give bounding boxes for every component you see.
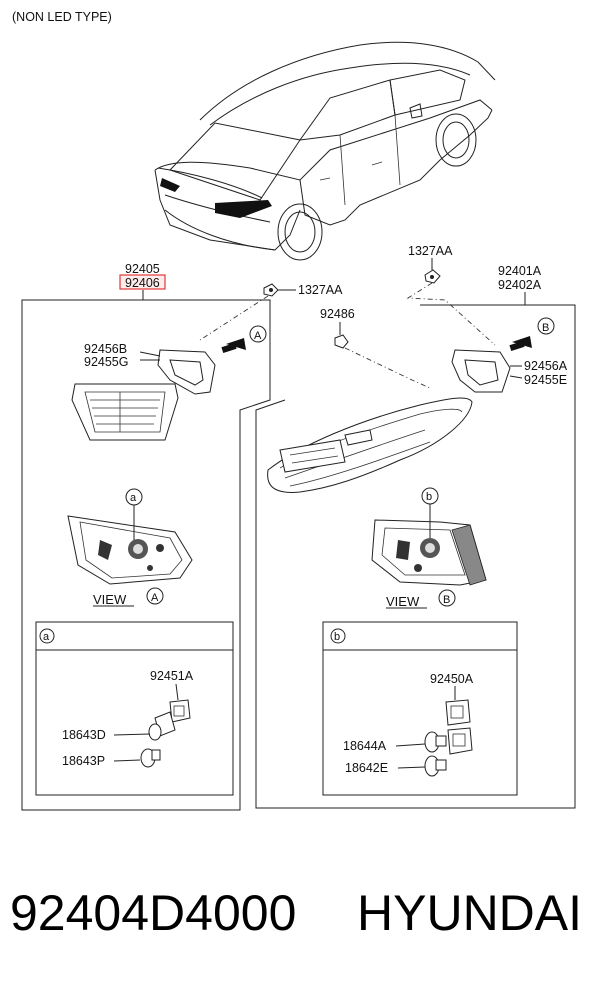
view-b-circle (438, 589, 456, 607)
part-92401a: 92401A (498, 264, 542, 278)
detail-b-marker: b (334, 631, 340, 643)
footer-part-number: 92404D4000 (10, 885, 296, 941)
view-a-circle (146, 587, 164, 605)
socket-b-icon (445, 699, 473, 755)
outer-lamp-group: 1327AA 92401A 92402A 92486 92456A 92455E… (255, 244, 576, 809)
header-note: (NON LED TYPE) (12, 10, 112, 24)
outer-lamp-rear-view (371, 519, 487, 586)
detail-box-b (322, 621, 518, 796)
view-a-marker (249, 325, 267, 343)
svg-text:A: A (151, 592, 159, 604)
inner-lamp-group: 92405 92406 1327AA 92456B 92455G A (21, 262, 343, 811)
bulb-b2-icon (424, 755, 447, 777)
inner-lamp-rear-view (67, 515, 193, 585)
part-92402a: 92402A (498, 278, 542, 292)
part-92451a: 92451A (150, 669, 194, 683)
bulb-a-icon (140, 748, 161, 768)
view-b-label: VIEW (386, 594, 420, 609)
svg-text:B: B (443, 594, 450, 606)
nut-icon (334, 334, 349, 349)
arrow-icon (226, 338, 246, 350)
view-a-label: VIEW (93, 592, 127, 607)
part-92486: 92486 (320, 307, 355, 321)
svg-text:B: B (542, 322, 549, 334)
svg-text:A: A (254, 330, 262, 342)
part-92406: 92406 (125, 276, 160, 290)
part-1327aa-left: 1327AA (298, 283, 343, 297)
bulb-b1-icon (424, 731, 447, 753)
part-92455g: 92455G (84, 355, 128, 369)
svg-text:a: a (130, 492, 137, 504)
part-92455e: 92455E (524, 373, 567, 387)
part-92405: 92405 (125, 262, 160, 276)
part-18644a: 18644A (343, 739, 387, 753)
screw-icon-right (424, 269, 441, 284)
part-92450a: 92450A (430, 672, 474, 686)
footer-brand: HYUNDAI (357, 885, 582, 941)
detail-a-marker: a (43, 631, 50, 643)
screw-icon (263, 283, 279, 297)
gasket-outer (451, 349, 511, 393)
svg-text:b: b (426, 491, 432, 503)
part-18642e: 18642E (345, 761, 388, 775)
view-b-marker (537, 317, 555, 335)
outer-lamp-body (267, 397, 473, 493)
part-18643d: 18643D (62, 728, 106, 742)
inner-lamp-body (71, 383, 179, 441)
part-1327aa-right: 1327AA (408, 244, 453, 258)
highlight-box (119, 274, 166, 290)
inner-lamp-frame (21, 299, 271, 811)
part-18643p: 18643P (62, 754, 105, 768)
part-92456b: 92456B (84, 342, 127, 356)
outer-lamp-frame (255, 304, 576, 809)
car-illustration (154, 41, 496, 261)
gasket-inner (157, 349, 216, 395)
detail-box-a (35, 621, 234, 796)
socket-a-icon (148, 699, 191, 741)
part-92456a: 92456A (524, 359, 568, 373)
